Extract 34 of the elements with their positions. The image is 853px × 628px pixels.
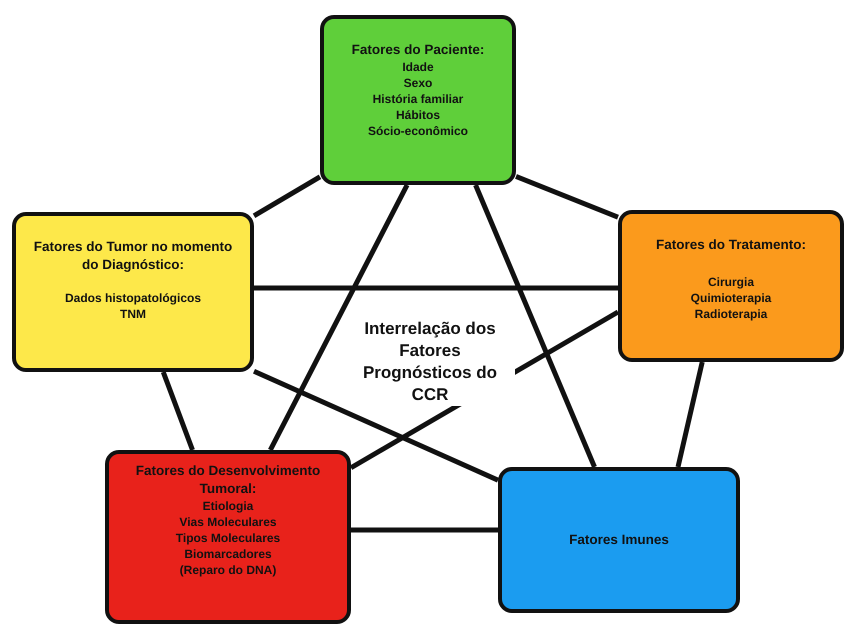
factor-item: Etiologia bbox=[202, 498, 254, 514]
box-heading: Fatores do Tratamento: bbox=[654, 236, 808, 254]
connector-line bbox=[252, 174, 322, 218]
factor-item: Tipos Moleculares bbox=[174, 530, 282, 546]
connector-line bbox=[268, 184, 410, 452]
factor-item: Biomarcadores bbox=[183, 546, 273, 562]
connector-line bbox=[351, 528, 498, 532]
factor-item: Dados histopatológicos bbox=[64, 290, 202, 306]
connector-line bbox=[473, 184, 597, 468]
factor-item: Idade bbox=[401, 59, 435, 75]
factor-item: Quimioterapia bbox=[690, 290, 772, 306]
factor-item: Vias Moleculares bbox=[178, 514, 278, 530]
factor-item: (Reparo do DNA) bbox=[178, 562, 278, 578]
tumor-factors-box bbox=[12, 212, 254, 372]
connector-line bbox=[160, 371, 195, 451]
factor-item: Sexo bbox=[402, 75, 434, 91]
box-heading: Fatores do Desenvolvimento Tumoral: bbox=[134, 462, 322, 498]
factor-item: História familiar bbox=[372, 91, 464, 107]
immune-factors-box bbox=[498, 467, 740, 613]
connector-line bbox=[515, 174, 619, 220]
connector-line bbox=[676, 361, 705, 468]
treatment-factors-box bbox=[618, 210, 844, 362]
connector-line bbox=[254, 286, 618, 290]
box-heading: Fatores do Paciente: bbox=[350, 41, 486, 59]
connector-line bbox=[252, 368, 500, 482]
factor-item: Hábitos bbox=[394, 107, 441, 123]
box-heading: Fatores Imunes bbox=[568, 531, 670, 549]
factor-item: Sócio-econômico bbox=[366, 123, 469, 139]
patient-factors-box bbox=[320, 15, 516, 185]
factor-item: Radioterapia bbox=[694, 306, 768, 322]
development-factors-box bbox=[105, 450, 351, 624]
factor-item: Cirurgia bbox=[706, 274, 756, 290]
factor-item: TNM bbox=[119, 306, 147, 322]
box-heading: Fatores do Tumor no momento do Diagnóstico: bbox=[32, 238, 234, 274]
